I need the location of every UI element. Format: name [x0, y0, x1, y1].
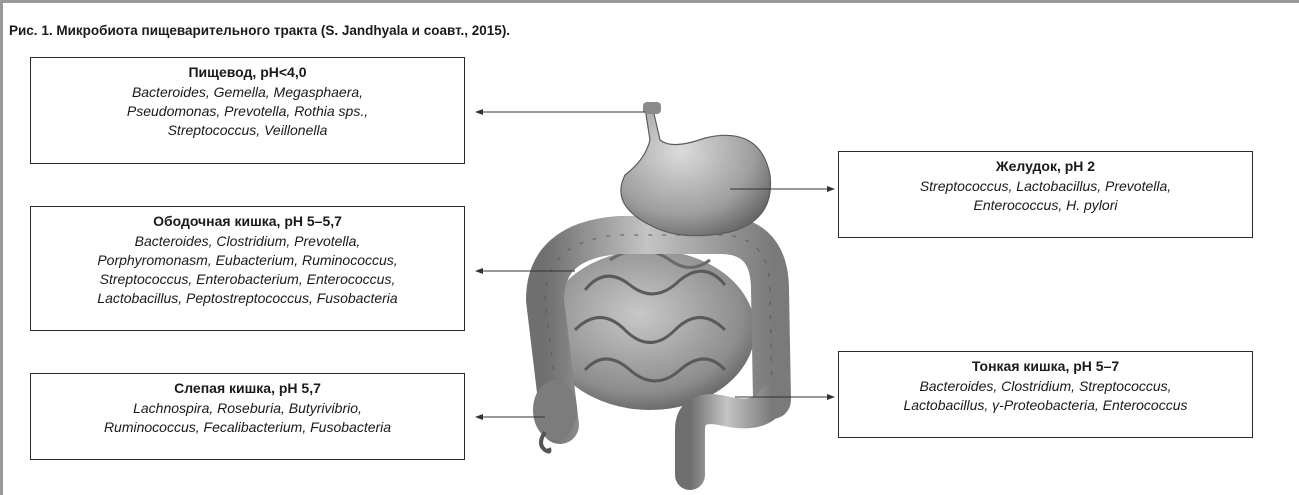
cecum-title: Слепая кишка, pH 5,7	[31, 380, 464, 396]
stomach-bacteria: Streptococcus, Lactobacillus, Prevotella…	[839, 177, 1252, 215]
colon-bacteria: Bacteroides, Clostridium, Prevotella, Po…	[31, 232, 464, 308]
esophagus-bacteria: Bacteroides, Gemella, Megasphaera, Pseud…	[31, 83, 464, 140]
small-intestine-bacteria: Bacteroides, Clostridium, Streptococcus,…	[839, 377, 1252, 415]
stomach-title: Желудок, pH 2	[839, 158, 1252, 174]
esophagus-box: Пищевод, pH<4,0 Bacteroides, Gemella, Me…	[30, 57, 465, 164]
cecum-box: Слепая кишка, pH 5,7 Lachnospira, Rosebu…	[30, 373, 465, 460]
colon-box: Ободочная кишка, pH 5–5,7 Bacteroides, C…	[30, 206, 465, 331]
small-intestine-title: Тонкая кишка, pH 5–7	[839, 358, 1252, 374]
colon-title: Ободочная кишка, pH 5–5,7	[31, 213, 464, 229]
esophagus-title: Пищевод, pH<4,0	[31, 64, 464, 80]
stomach-shape	[621, 102, 771, 236]
stomach-box: Желудок, pH 2 Streptococcus, Lactobacill…	[838, 151, 1253, 238]
cecum-bacteria: Lachnospira, Roseburia, Butyrivibrio, Ru…	[31, 399, 464, 437]
small-intestine-shape	[545, 250, 755, 410]
small-intestine-box: Тонкая кишка, pH 5–7 Bacteroides, Clostr…	[838, 351, 1253, 438]
